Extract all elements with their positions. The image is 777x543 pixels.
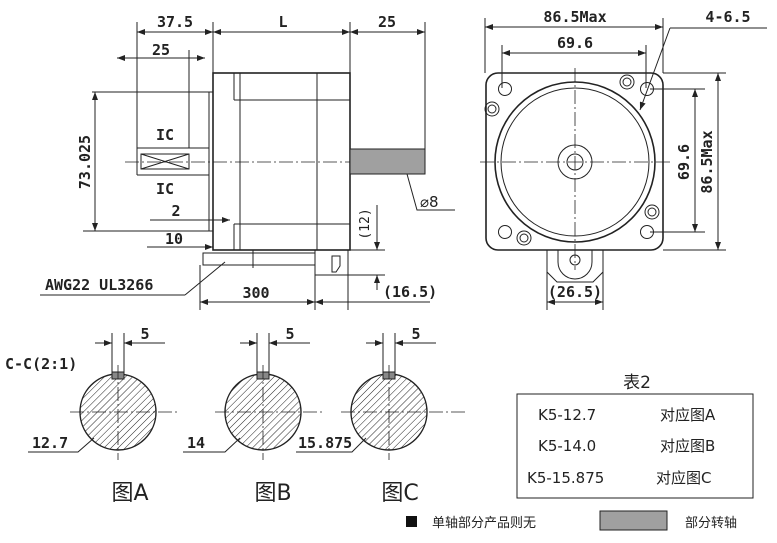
ic-top: IC — [156, 126, 174, 144]
black-square-icon — [406, 516, 417, 527]
label-a: 图A — [111, 481, 148, 506]
dim-rear: 37.5 — [157, 13, 193, 31]
mount-holes — [498, 82, 654, 239]
section-c: 5 15.875 图C — [296, 325, 465, 506]
dim-rear-inner: 25 — [152, 41, 170, 59]
key-width-c: 5 — [411, 325, 420, 343]
table-title: 表2 — [623, 373, 651, 393]
section-a: 5 12.7 图A — [28, 325, 180, 506]
dim-shaft: 25 — [378, 13, 396, 31]
section-title: C-C(2:1) — [5, 355, 77, 373]
shaft-diameter: ⌀8 — [420, 193, 439, 211]
key-width-b: 5 — [285, 325, 294, 343]
grey-swatch-icon — [599, 510, 668, 531]
screws — [484, 74, 660, 246]
legend-single-shaft: 单轴部分产品则无 — [432, 516, 536, 531]
legend-partial-shaft: 部分转轴 — [685, 516, 737, 531]
height-max: 86.5Max — [698, 130, 716, 193]
label-b: 图B — [254, 481, 291, 506]
ic-bottom: IC — [156, 180, 174, 198]
dim-12: (12) — [358, 208, 373, 239]
model-table: 表2 K5-12.7 对应图A K5-14.0 对应图B K5-15.875 对… — [516, 373, 754, 499]
hole-pitch: 69.6 — [557, 34, 593, 52]
diameter-b: 14 — [187, 434, 205, 452]
legend: 单轴部分产品则无 部分转轴 — [406, 510, 737, 531]
table-row-ref: 对应图C — [656, 469, 711, 487]
diameter-a: 12.7 — [32, 434, 68, 452]
cable-length: 300 — [242, 284, 269, 302]
table-row-model: K5-15.875 — [527, 469, 604, 487]
cable-label: AWG22 UL3266 — [45, 276, 153, 294]
tab-width: (26.5) — [548, 283, 602, 301]
table-row-model: K5-14.0 — [538, 437, 596, 455]
label-c: 图C — [381, 481, 418, 506]
key-width-a: 5 — [140, 325, 149, 343]
table-row-ref: 对应图B — [660, 437, 715, 455]
dim-2: 2 — [171, 202, 180, 220]
dim-10: 10 — [165, 230, 183, 248]
width-max: 86.5Max — [543, 8, 606, 26]
diameter-c: 15.875 — [298, 434, 352, 452]
front-view: 86.5Max 69.6 4-6.5 69.6 86.5Max (26.5) — [480, 8, 767, 310]
height-pitch: 69.6 — [675, 144, 693, 180]
holes-spec: 4-6.5 — [705, 8, 750, 26]
table-row-model: K5-12.7 — [538, 406, 596, 424]
dim-length: L — [278, 13, 287, 31]
dim-height: 73.025 — [76, 135, 94, 189]
flange — [485, 72, 664, 251]
shaft — [349, 148, 426, 175]
section-b: 5 14 图B — [183, 325, 325, 506]
side-view: 37.5 L 25 25 IC IC 73.025 2 10 300 AWG22… — [40, 13, 455, 310]
table-row-ref: 对应图A — [660, 406, 716, 424]
dim-16-5: (16.5) — [383, 283, 437, 301]
